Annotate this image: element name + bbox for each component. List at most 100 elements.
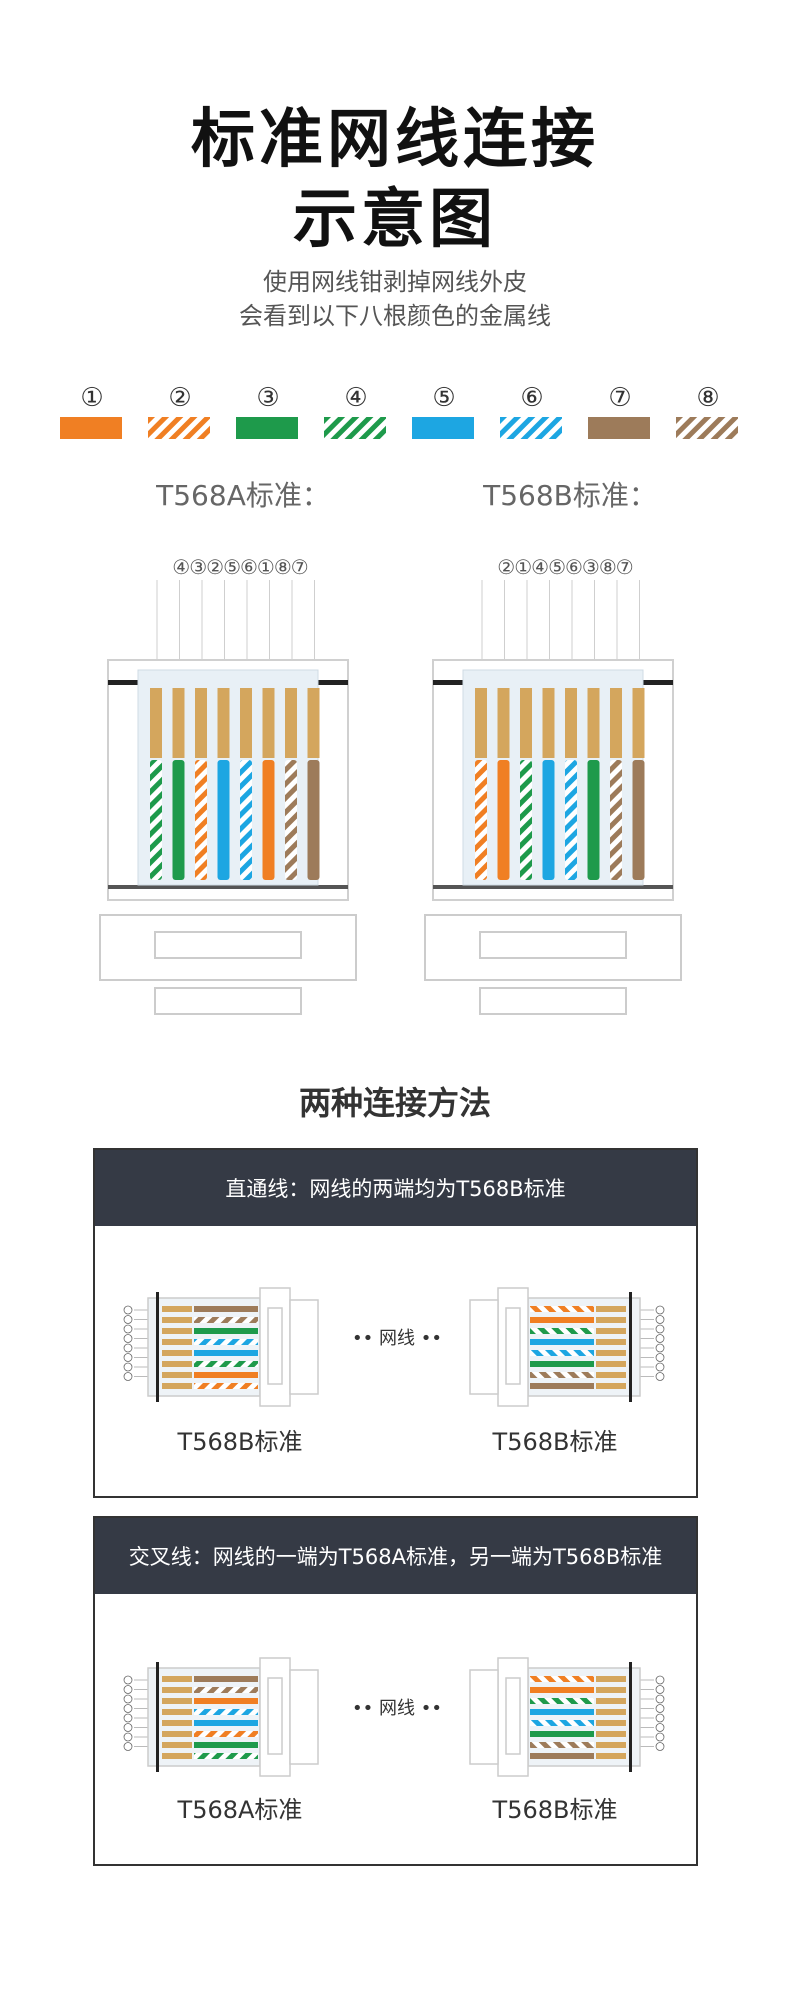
wire-4 <box>530 1328 594 1334</box>
wire-number-3: ③ <box>256 383 280 413</box>
wire-swatch-3 <box>236 417 298 439</box>
pin-contact <box>596 1687 626 1693</box>
wire-6 <box>530 1350 594 1356</box>
plug-edge <box>629 1292 632 1402</box>
pin-contact <box>285 688 297 758</box>
wire-7 <box>194 1306 258 1312</box>
pin-marker <box>655 1315 665 1324</box>
t568b-order: ②①④⑤⑥③⑧⑦ <box>497 555 633 579</box>
wire-8 <box>194 1317 258 1323</box>
plug-latch <box>469 1669 499 1765</box>
crossover-left-plug <box>123 1657 319 1777</box>
wire-2 <box>194 1383 258 1389</box>
pin-contact <box>596 1328 626 1334</box>
wire-8 <box>610 760 622 880</box>
plug-body <box>527 1297 641 1397</box>
wire-1 <box>530 1317 594 1323</box>
pin-marker <box>655 1694 665 1704</box>
wire-1 <box>194 1372 258 1378</box>
plug-edge <box>629 1662 632 1772</box>
wire-6 <box>194 1709 258 1715</box>
pin-contact <box>596 1720 626 1726</box>
pin-marker <box>655 1723 665 1732</box>
pin-marker <box>123 1343 133 1353</box>
pin-contact <box>596 1731 626 1737</box>
wire-8 <box>194 1687 258 1693</box>
pin-contact <box>596 1361 626 1367</box>
wire-2 <box>530 1676 594 1682</box>
plug-slot <box>267 1307 283 1385</box>
pin-contact <box>262 688 275 758</box>
crossover-cable-label: •• 网线 •• <box>352 1698 442 1719</box>
pin-marker <box>655 1742 665 1751</box>
pin-marker <box>123 1372 133 1381</box>
crossover-right-plug <box>469 1657 665 1777</box>
plug-body <box>147 1667 261 1767</box>
wire-swatch-fill <box>412 417 474 439</box>
wire-6 <box>194 1339 258 1345</box>
pin-marker <box>655 1305 665 1315</box>
wire-1 <box>194 1698 258 1704</box>
pin-contact <box>195 688 207 758</box>
plug-edge <box>156 1292 159 1402</box>
wire-5 <box>194 1350 258 1356</box>
pin-contact <box>497 688 510 758</box>
pin-contact <box>596 1372 626 1378</box>
pin-contact <box>162 1372 192 1378</box>
wire-5 <box>542 760 555 880</box>
plug-bottom-edge <box>433 885 673 889</box>
pin-contact <box>150 688 162 758</box>
pin-marker <box>655 1343 665 1353</box>
plug-clip-slot <box>479 931 627 959</box>
pin-contact <box>162 1306 192 1312</box>
pin-contact <box>596 1753 626 1759</box>
pin-marker <box>123 1334 133 1343</box>
plug-slot <box>267 1677 283 1755</box>
wire-4 <box>530 1698 594 1704</box>
plug-edge <box>156 1662 159 1772</box>
wire-number-2: ② <box>168 383 192 413</box>
methods-title: 两种连接方法 <box>298 1084 491 1122</box>
plug-clip-slot <box>154 931 302 959</box>
pin-marker <box>655 1334 665 1343</box>
plug-latch <box>479 987 627 1015</box>
wire-5 <box>194 1720 258 1726</box>
wire-1 <box>497 760 510 880</box>
wire-4 <box>520 760 532 880</box>
wire-7 <box>530 1383 594 1389</box>
wire-swatch-fill <box>60 417 122 439</box>
pin-marker <box>655 1675 665 1685</box>
subtitle-line1: 使用网线钳剥掉网线外皮 <box>263 268 527 296</box>
wire-swatch-fill <box>500 417 562 439</box>
crossover-left-label: T568A标准 <box>177 1796 303 1824</box>
pin-marker <box>123 1694 133 1704</box>
straight-cable-label: •• 网线 •• <box>352 1328 442 1349</box>
pin-contact <box>596 1383 626 1389</box>
wire-swatch-fill <box>676 417 738 439</box>
plug-slot <box>505 1307 521 1385</box>
pin-contact <box>610 688 622 758</box>
wire-8 <box>285 760 297 880</box>
wire-swatch-fill <box>148 417 210 439</box>
wire-swatch-fill <box>588 417 650 439</box>
pin-contact <box>162 1687 192 1693</box>
pin-contact <box>596 1698 626 1704</box>
wire-swatch-fill <box>324 417 386 439</box>
wire-7 <box>194 1676 258 1682</box>
wire-2 <box>194 1731 258 1737</box>
pin-contact <box>587 688 600 758</box>
page-title-line1: 标准网线连接 <box>191 103 599 177</box>
pin-contact <box>632 688 645 758</box>
pin-marker <box>123 1315 133 1324</box>
pin-marker <box>123 1324 133 1334</box>
wire-6 <box>530 1720 594 1726</box>
pin-marker <box>655 1372 665 1381</box>
pin-contact <box>162 1698 192 1704</box>
pin-contact <box>596 1742 626 1748</box>
pin-marker <box>123 1675 133 1685</box>
subtitle-line2: 会看到以下八根颜色的金属线 <box>239 302 551 330</box>
pin-marker <box>123 1353 133 1362</box>
wire-number-1: ① <box>80 383 104 413</box>
wire-7 <box>307 760 320 880</box>
pin-marker <box>655 1362 665 1372</box>
